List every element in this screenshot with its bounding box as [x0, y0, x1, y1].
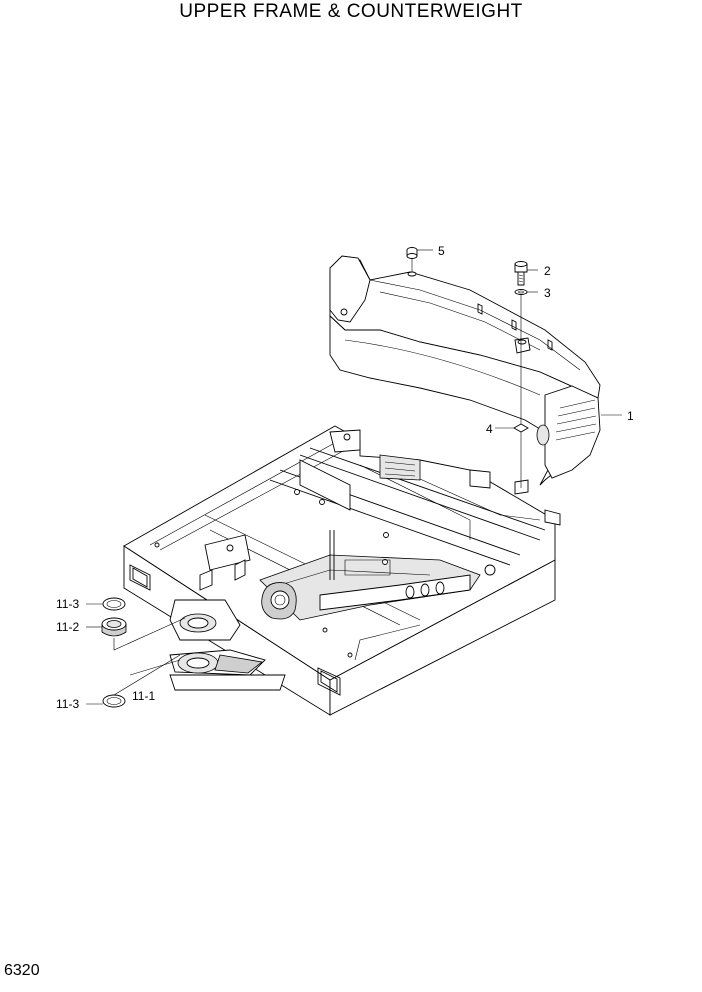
- callout-3: 3: [544, 286, 551, 300]
- page-title: UPPER FRAME & COUNTERWEIGHT: [179, 1, 523, 22]
- callout-1: 1: [627, 409, 634, 423]
- part-4-shim: [495, 423, 529, 433]
- callout-4: 4: [486, 422, 493, 436]
- callout-5: 5: [438, 244, 445, 258]
- part-11-3-bottom-ring: [86, 694, 126, 708]
- counterweight: [329, 255, 601, 495]
- bushing-leader-lower: [113, 654, 181, 696]
- upper-frame: [123, 425, 561, 716]
- callout-11-3-top: 11-3: [56, 597, 79, 611]
- part-3-washer: [514, 289, 538, 295]
- part-11-3-top-ring: [86, 597, 126, 611]
- callout-11-1: 11-1: [132, 689, 155, 703]
- bushing-leader-upper: [113, 617, 186, 651]
- part-5-plug: [406, 247, 433, 272]
- part-11-1-leader: [129, 659, 181, 676]
- part-11-2-bushing: [86, 617, 127, 637]
- callout-2: 2: [544, 264, 551, 278]
- callout-11-3-bottom: 11-3: [56, 697, 79, 711]
- page-number: 6320: [4, 962, 40, 979]
- callout-11-2: 11-2: [56, 620, 79, 634]
- part-2-bolt: [514, 261, 538, 286]
